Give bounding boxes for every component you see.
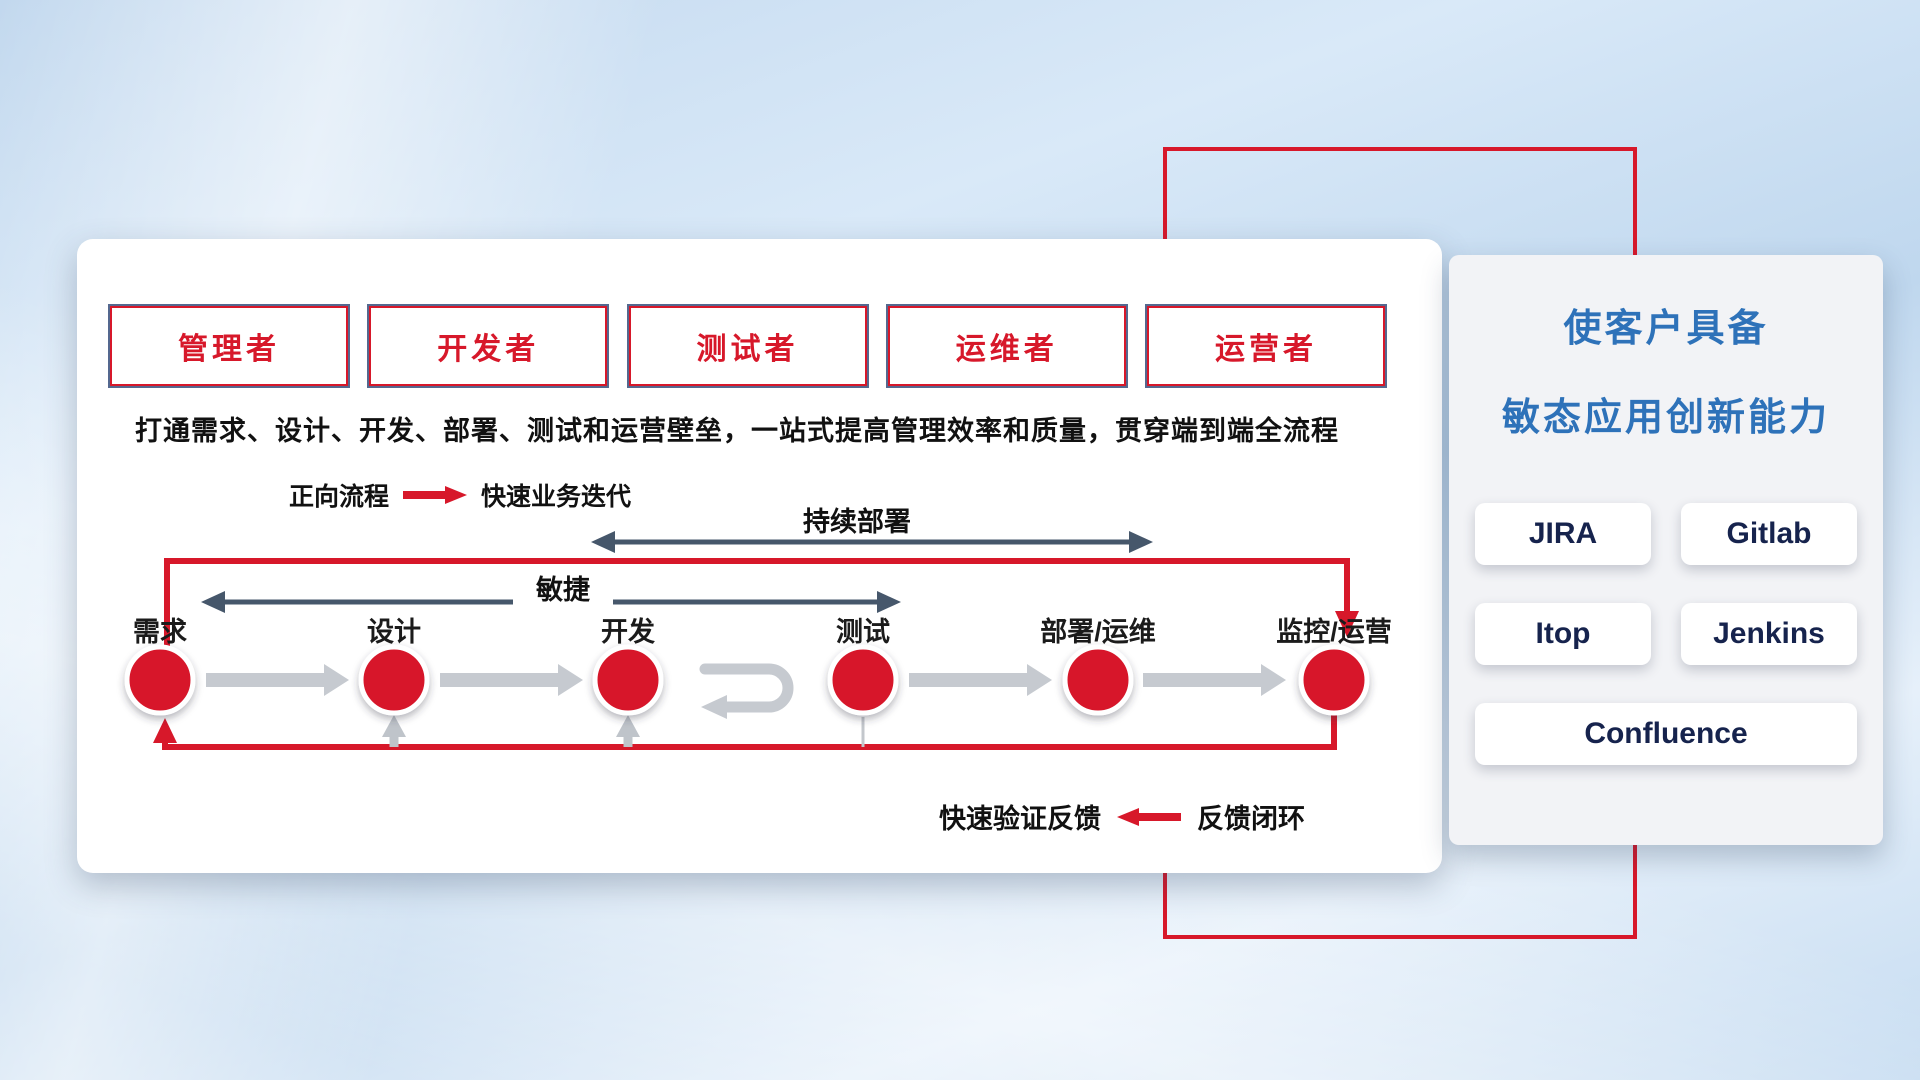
description-text: 打通需求、设计、开发、部署、测试和运营壁垒，一站式提高管理效率和质量，贯穿端到端… xyxy=(135,416,1339,446)
iteration-loop-arrowhead-icon xyxy=(701,695,727,719)
panel-title-line2: 敏态应用创新能力 xyxy=(1501,397,1830,439)
feedback-up-arrow-dev-icon xyxy=(616,715,640,737)
node-label-deploy-ops: 部署/运维 xyxy=(1040,617,1156,647)
flow-node-deploy-ops xyxy=(1062,644,1134,716)
node-label-design: 设计 xyxy=(367,617,421,647)
right-arrow-icon xyxy=(403,486,468,504)
role-box-operator: 运营者 xyxy=(1147,306,1385,386)
flow-node-development xyxy=(592,644,664,716)
tool-chip-jira: JIRA xyxy=(1475,503,1651,565)
tools-grid: JIRA Gitlab Itop Jenkins Confluence xyxy=(1475,503,1857,765)
continuous-deployment-label: 持续部署 xyxy=(803,507,911,537)
panel-title-line1: 使客户具备 xyxy=(1563,308,1769,350)
flow-node-monitor-operate xyxy=(1298,644,1370,716)
cd-arrowhead-right-icon xyxy=(1129,531,1153,553)
role-box-ops: 运维者 xyxy=(887,306,1126,386)
feedback-up-arrow-design-icon xyxy=(382,715,406,737)
tool-chip-confluence: Confluence xyxy=(1475,703,1857,765)
feedback-legend: 快速验证反馈 反馈闭环 xyxy=(939,797,1305,836)
cd-arrowhead-left-icon xyxy=(591,531,615,553)
forward-legend-label: 正向流程 xyxy=(289,483,390,511)
feedback-legend-value: 快速验证反馈 xyxy=(939,804,1101,834)
role-box-tester: 测试者 xyxy=(628,306,867,386)
roles-row: 管理者 开发者 测试者 运维者 运营者 xyxy=(110,306,1385,386)
node-label-testing: 测试 xyxy=(836,617,890,647)
node-connector-arrow-1 xyxy=(206,664,349,696)
node-connector-arrow-5 xyxy=(1143,664,1286,696)
feedback-loop-arrowhead-icon xyxy=(153,718,177,743)
node-label-requirements: 需求 xyxy=(133,617,187,647)
feedback-loop-line xyxy=(162,714,1337,750)
forward-legend: 正向流程 快速业务迭代 xyxy=(289,477,631,513)
left-arrow-icon xyxy=(1117,807,1181,826)
devops-flow-card: 管理者 开发者 测试者 运维者 运营者 打通需求、设计、开发、部署、测试和运营壁… xyxy=(77,239,1442,873)
agile-arrowhead-right-icon xyxy=(877,591,901,613)
capability-panel: 使客户具备 敏态应用创新能力 JIRA Gitlab Itop Jenkins … xyxy=(1449,255,1883,845)
tool-chip-gitlab: Gitlab xyxy=(1681,503,1857,565)
flow-node-design xyxy=(358,644,430,716)
forward-legend-value: 快速业务迭代 xyxy=(481,483,632,511)
node-label-development: 开发 xyxy=(601,617,655,647)
flow-node-testing xyxy=(827,644,899,716)
role-box-developer: 开发者 xyxy=(369,306,608,386)
node-label-monitor-operate: 监控/运营 xyxy=(1276,617,1392,647)
flow-node-requirements xyxy=(124,644,196,716)
forward-loop-arrowhead-icon xyxy=(1335,611,1359,637)
feedback-legend-label: 反馈闭环 xyxy=(1197,804,1305,834)
node-connector-arrow-2 xyxy=(440,664,583,696)
tool-chip-jenkins: Jenkins xyxy=(1681,603,1857,665)
agile-arrowhead-left-icon xyxy=(201,591,225,613)
iteration-loop-icon xyxy=(699,663,794,713)
node-connector-arrow-4 xyxy=(909,664,1052,696)
forward-loop-line xyxy=(164,558,1350,646)
flow-diagram xyxy=(124,531,1370,750)
role-box-manager: 管理者 xyxy=(110,306,348,386)
tool-chip-itop: Itop xyxy=(1475,603,1651,665)
agile-label: 敏捷 xyxy=(513,568,613,607)
